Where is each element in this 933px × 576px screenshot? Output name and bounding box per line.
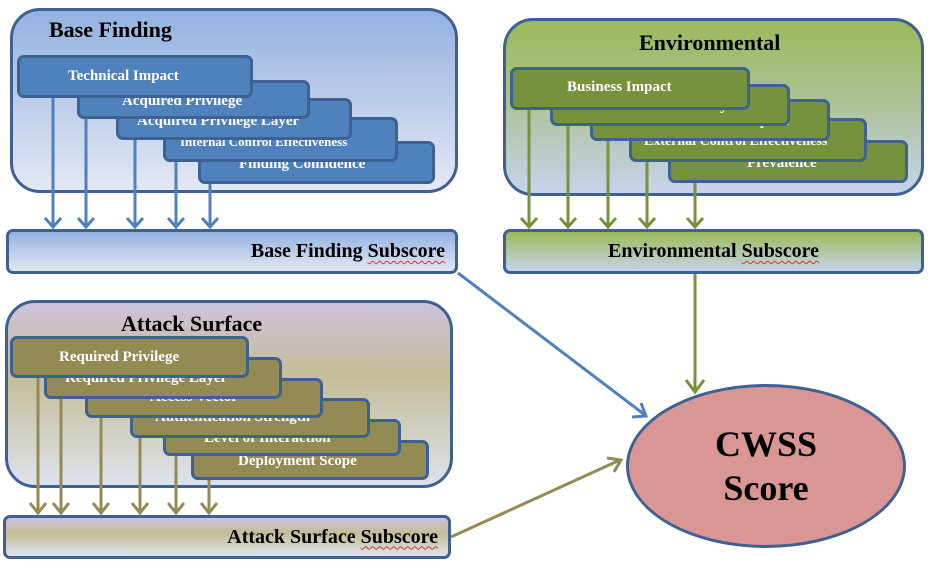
arrow-env-to-score xyxy=(684,274,706,395)
cwss-score-line1: CWSS xyxy=(714,424,818,464)
environmental-subscore-label: Environmental xyxy=(608,240,742,262)
factor-business-impact: Business Impact xyxy=(510,67,750,110)
environmental-subscore: Environmental Subscore xyxy=(503,229,924,274)
base-finding-title: Base Finding xyxy=(49,17,172,42)
cwss-score-line2: Score xyxy=(723,468,809,508)
base-finding-subscore: Base Finding Subscore xyxy=(6,229,458,274)
factor-required-privilege: Required Privilege xyxy=(10,336,249,378)
environmental-subscore-word: Subscore xyxy=(741,240,819,262)
attack-surface-subscore: Attack Surface Subscore xyxy=(3,515,451,559)
arrow-base-to-score xyxy=(457,271,649,419)
environmental-title: Environmental xyxy=(639,30,781,55)
attack-surface-subscore-label: Attack Surface xyxy=(227,525,361,548)
arrow-attack-to-score xyxy=(450,456,624,539)
factor-technical-impact: Technical Impact xyxy=(17,55,253,98)
base-finding-subscore-word: Subscore xyxy=(367,240,445,262)
attack-surface-title: Attack Surface xyxy=(121,311,263,336)
cwss-score-node: CWSS Score xyxy=(626,384,906,548)
attack-surface-subscore-word: Subscore xyxy=(360,525,438,548)
base-finding-subscore-label: Base Finding xyxy=(250,240,368,262)
